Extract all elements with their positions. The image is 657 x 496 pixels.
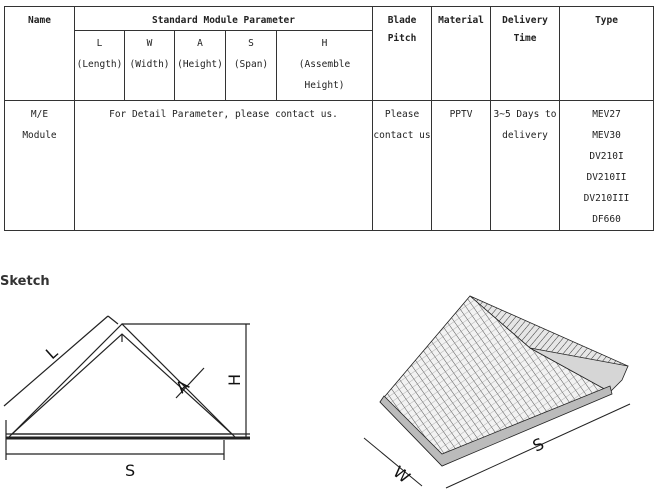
param-desc: (Assemble [298,59,351,70]
dim-label-l: L [42,343,61,363]
header-delivery-time: Delivery Time [490,6,561,101]
module-3d-sketch: W S [363,295,631,489]
param-desc: (Height) [177,59,223,70]
param-symbol: A [197,38,203,49]
parameter-note: For Detail Parameter, please contact us. [73,100,374,231]
delivery-value: 3~5 Days to delivery [490,100,561,231]
type-item: DV210I [589,151,624,162]
delivery-line: delivery [502,130,548,141]
dim-label-h: H [225,374,244,386]
s-3d-dimension-line [445,403,631,489]
delivery-header-line: Delivery [502,15,548,26]
param-span: S (Span) [225,30,277,101]
param-symbol: L [96,38,103,49]
param-desc: (Width) [129,59,170,70]
l-dimension-line [3,315,109,407]
spec-table: Name Standard Module Parameter Blade Pit… [4,6,655,231]
blade-pitch-line: Please [384,109,420,120]
end-frame [529,347,629,393]
param-desc: (Span) [233,59,269,70]
row-name-line: Module [22,130,57,141]
param-symbol: H [321,38,328,49]
delivery-line: 3~5 Days to [493,109,557,120]
type-item: MEV30 [592,130,621,141]
param-assemble-height: H (Assemble Height) [275,30,374,101]
header-name: Name [4,6,75,101]
type-list: MEV27 MEV30 DV210I DV210II DV210III DF66… [559,100,655,231]
param-symbol: W [146,38,153,49]
header-standard-module-parameter: Standard Module Parameter [73,6,374,31]
type-item: MEV27 [592,109,621,120]
param-symbol: S [248,38,254,49]
dim-label-a: A [172,375,193,396]
blade-pitch-value: Please contact us [372,100,433,231]
type-item: DV210II [586,172,627,183]
delivery-header-line: Time [513,33,537,44]
header-material: Material [431,6,492,101]
param-width: W (Width) [124,30,175,101]
type-item: DV210III [583,193,630,204]
dim-label-s: S [125,461,135,480]
param-length: L (Length) [74,30,125,101]
type-item: DF660 [592,214,621,225]
row-name: M/E Module [4,100,75,231]
param-desc: (Length) [76,59,123,70]
material-value: PPTV [431,100,492,231]
param-height: A (Height) [174,30,226,101]
module-side-view-sketch: L A H S [3,315,250,480]
sketch-title: Sketch [0,274,50,289]
base-frame [379,385,613,467]
param-desc: Height) [304,80,345,91]
dim-label-s-3d: S [530,434,547,456]
dim-label-w: W [390,462,414,487]
header-blade-pitch: Blade Pitch [372,6,433,101]
header-type: Type [559,6,655,101]
row-name-line: M/E [30,109,49,120]
l-ext-top [107,315,119,325]
w-dimension-line [363,437,423,487]
a-dimension-line [175,367,205,399]
blade-pitch-line: contact us [373,130,431,141]
